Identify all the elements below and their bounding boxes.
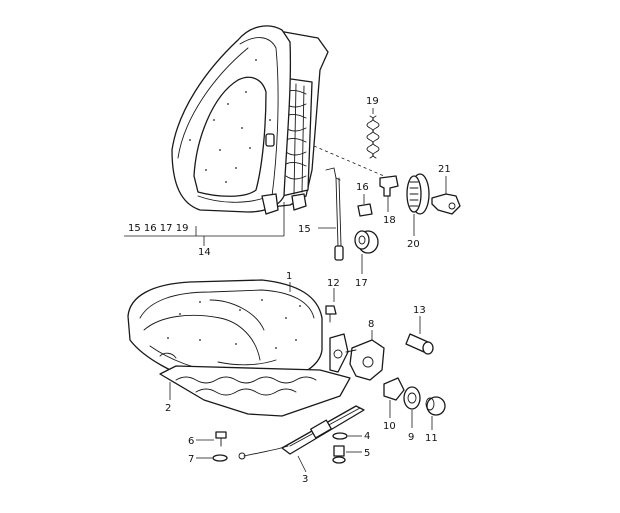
cap-21: [431, 176, 461, 215]
callout-1: 1: [286, 271, 292, 282]
callout-9: 9: [408, 432, 414, 443]
callout-13: 13: [413, 305, 426, 316]
callout-group-14: 15 16 17 19: [128, 223, 188, 234]
callout-7: 7: [188, 454, 194, 465]
callout-14: 14: [198, 247, 211, 258]
callout-21: 21: [438, 164, 451, 175]
callout-11: 11: [425, 433, 438, 444]
seat-frame: [159, 333, 351, 417]
bolt-12: [325, 288, 337, 323]
handwheel-20: [406, 173, 430, 236]
gear-9: [403, 386, 421, 428]
callout-15: 15: [298, 224, 311, 235]
block-16: [357, 194, 373, 217]
callout-3: 3: [302, 474, 308, 485]
callout-12: 12: [327, 278, 340, 289]
backrest-group-bracket: [124, 202, 285, 246]
callout-18: 18: [383, 215, 396, 226]
washer-7: [196, 454, 228, 462]
callout-4: 4: [364, 431, 370, 442]
callout-2: 2: [165, 403, 171, 414]
clip-18: [379, 175, 399, 212]
callout-17: 17: [355, 278, 368, 289]
cover-10: [383, 377, 405, 418]
backrest: [171, 25, 329, 215]
callout-8: 8: [368, 319, 374, 330]
callout-16: 16: [356, 182, 369, 193]
knob-17: [354, 230, 379, 274]
callout-10: 10: [383, 421, 396, 432]
release-rod-15: [318, 167, 344, 261]
bolt-13: [405, 316, 434, 355]
callout-6: 6: [188, 436, 194, 447]
seat-cushion: [127, 279, 323, 383]
knob-11: [425, 396, 446, 430]
washer-4: [332, 432, 362, 440]
spring-19: [313, 108, 385, 177]
seat-rail-3: [238, 405, 365, 473]
bolt-6: [196, 431, 227, 447]
nut-5: [332, 445, 362, 464]
bracket-8: [345, 330, 385, 381]
callout-5: 5: [364, 448, 370, 459]
callout-19: 19: [366, 96, 379, 107]
callout-20: 20: [407, 239, 420, 250]
